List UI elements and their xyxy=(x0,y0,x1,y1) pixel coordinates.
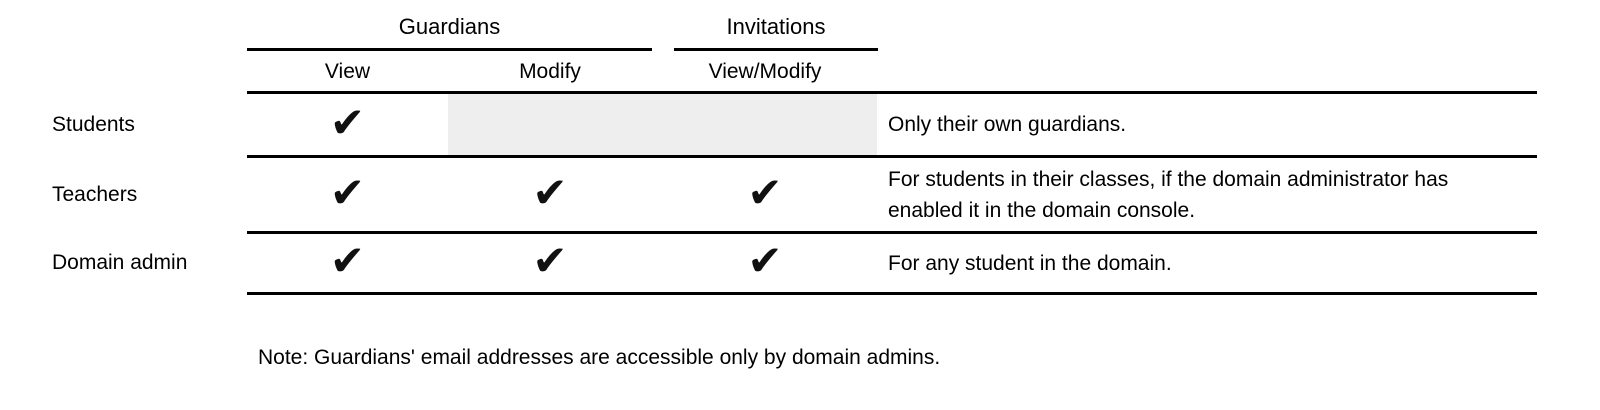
cell-students-view-modify xyxy=(652,94,878,155)
teachers-row-rule xyxy=(247,231,1537,234)
column-header-view: View xyxy=(324,60,371,83)
checkmark-icon: ✔ xyxy=(532,168,568,216)
comment-students: Only their own guardians. xyxy=(888,113,1127,136)
column-header-view-modify: View/Modify xyxy=(708,60,822,83)
checkmark-icon: ✔ xyxy=(747,237,783,284)
table-row-teachers: Teachers ✔ ✔ ✔ For students in their cla… xyxy=(0,158,1600,231)
column-header-modify: Modify xyxy=(519,60,581,83)
cell-teachers-view: ✔ xyxy=(247,158,448,231)
checkmark-icon: ✔ xyxy=(329,168,366,216)
table-row-students: Students ✔ Only their own guardians. xyxy=(0,94,1600,155)
cell-teachers-modify: ✔ xyxy=(448,158,652,231)
row-label-domain-admin: Domain admin xyxy=(52,251,188,274)
guardians-underline xyxy=(247,48,652,51)
checkmark-icon: ✔ xyxy=(329,237,366,284)
cell-teachers-view-modify: ✔ xyxy=(652,158,878,231)
table-row-domain-admin: Domain admin ✔ ✔ ✔ For any student in th… xyxy=(0,234,1600,292)
cell-students-modify xyxy=(448,94,652,155)
comment-teachers: For students in their classes, if the do… xyxy=(888,167,1449,222)
checkmark-icon: ✔ xyxy=(329,98,366,146)
students-restricted-cells xyxy=(448,94,877,155)
header-bottom-rule xyxy=(247,91,1537,94)
checkmark-icon: ✔ xyxy=(747,168,783,216)
row-label-students: Students xyxy=(52,112,135,136)
students-row-rule xyxy=(247,155,1537,158)
cell-students-view: ✔ xyxy=(247,94,448,155)
invitations-underline xyxy=(674,48,878,51)
column-group-guardians: Guardians xyxy=(398,14,501,39)
cell-domain-admin-view: ✔ xyxy=(247,234,448,292)
row-label-teachers: Teachers xyxy=(52,182,138,206)
cell-domain-admin-modify: ✔ xyxy=(448,234,652,292)
cell-domain-admin-view-modify: ✔ xyxy=(652,234,878,292)
column-group-invitations: Invitations xyxy=(726,14,826,39)
domain-admin-row-rule xyxy=(247,292,1537,295)
footnote: Note: Guardians' email addresses are acc… xyxy=(258,346,941,369)
checkmark-icon: ✔ xyxy=(532,237,568,284)
comment-domain-admin: For any student in the domain. xyxy=(888,251,1172,275)
